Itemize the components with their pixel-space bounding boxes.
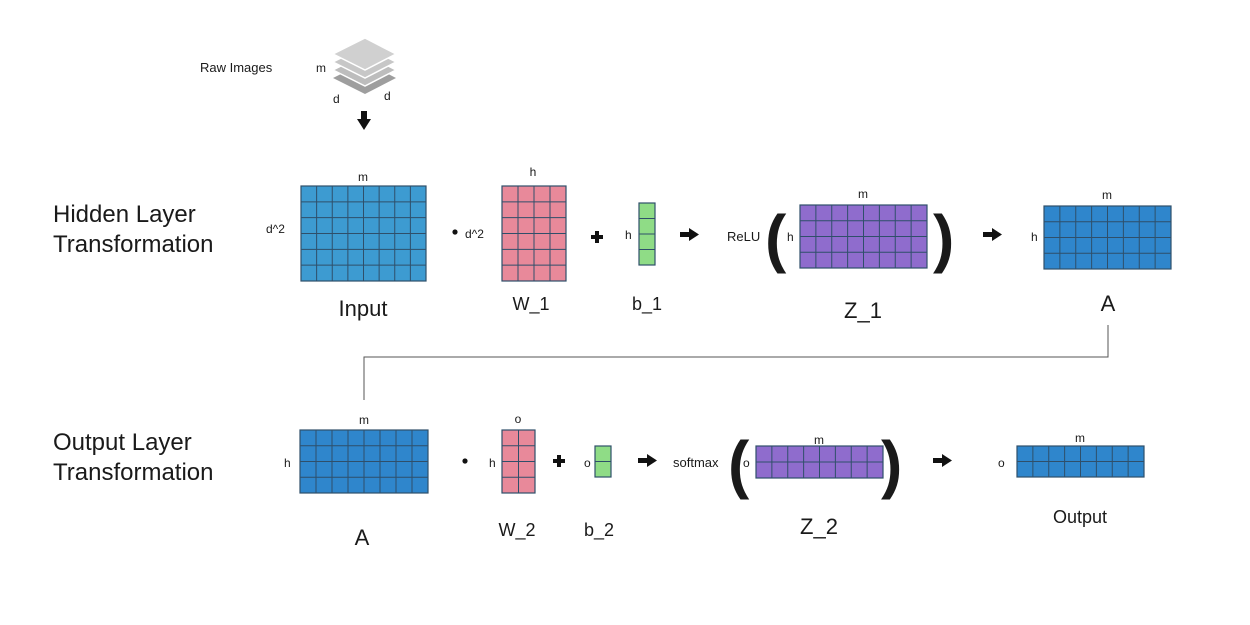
- b1-label: b_1: [632, 294, 662, 315]
- a-matrix-output: [299, 429, 429, 494]
- image-stack-icon: [331, 37, 398, 94]
- output-matrix: [1016, 445, 1145, 478]
- a-matrix-hidden: [1043, 205, 1172, 270]
- b2-label: b_2: [584, 520, 614, 541]
- arrow-right-icon: [680, 228, 699, 241]
- softmax-label: softmax: [673, 455, 719, 470]
- z1-matrix: [799, 204, 928, 269]
- w1-cols-dim: h: [530, 165, 537, 179]
- output-label: Output: [1053, 507, 1107, 527]
- arrow-down-icon: [357, 111, 371, 130]
- a-output-label: A: [355, 525, 370, 550]
- dot-icon: [452, 229, 458, 235]
- z1-rows-dim: h: [787, 230, 794, 244]
- input-label: Input: [339, 296, 388, 321]
- w1-label: W_1: [512, 294, 549, 315]
- softmax-paren-open: (: [728, 428, 750, 500]
- w1-matrix: [501, 185, 567, 282]
- a-hidden-cols-dim: m: [1102, 188, 1112, 202]
- b2-rows-dim: o: [584, 456, 591, 470]
- output-cols-dim: m: [1075, 431, 1085, 445]
- b2-vector: [594, 445, 612, 478]
- input-cols-dim: m: [358, 170, 368, 184]
- output-title-2: Transformation: [53, 459, 214, 486]
- raw-m-dim: m: [316, 61, 326, 75]
- z2-label: Z_2: [800, 514, 838, 539]
- w2-label: W_2: [498, 520, 535, 541]
- z1-label: Z_1: [844, 298, 882, 323]
- z2-cols-dim: m: [814, 433, 824, 447]
- input-matrix: [300, 185, 427, 282]
- hidden-title-2: Transformation: [53, 231, 214, 258]
- a-connector-line: [363, 325, 1109, 400]
- raw-d-left-dim: d: [333, 92, 340, 106]
- z2-rows-dim: o: [743, 456, 750, 470]
- arrow-right-icon: [933, 454, 952, 467]
- relu-paren-close: ): [933, 202, 954, 274]
- raw-images-label: Raw Images: [200, 60, 273, 75]
- w2-matrix: [501, 429, 536, 494]
- plus-icon: [553, 455, 565, 467]
- w2-rows-dim: h: [489, 456, 496, 470]
- output-rows-dim: o: [998, 456, 1005, 470]
- b1-vector: [638, 202, 656, 266]
- arrow-right-icon: [638, 454, 657, 467]
- relu-paren-open: (: [765, 202, 787, 274]
- w2-cols-dim: o: [515, 412, 522, 426]
- b1-rows-dim: h: [625, 228, 632, 242]
- raw-d-right-dim: d: [384, 89, 391, 103]
- output-title-1: Output Layer: [53, 429, 192, 456]
- a-output-cols-dim: m: [359, 413, 369, 427]
- arrow-right-icon: [983, 228, 1002, 241]
- hidden-title-1: Hidden Layer: [53, 201, 196, 228]
- dot-icon: [462, 458, 468, 464]
- softmax-paren-close: ): [881, 428, 902, 500]
- input-rows-dim: d^2: [266, 222, 285, 236]
- a-hidden-label: A: [1101, 291, 1116, 316]
- z1-cols-dim: m: [858, 187, 868, 201]
- w1-rows-dim: d^2: [465, 227, 484, 241]
- a-output-rows-dim: h: [284, 456, 291, 470]
- a-hidden-rows-dim: h: [1031, 230, 1038, 244]
- plus-icon: [591, 231, 603, 243]
- z2-matrix: [755, 445, 884, 479]
- relu-label: ReLU: [727, 229, 760, 244]
